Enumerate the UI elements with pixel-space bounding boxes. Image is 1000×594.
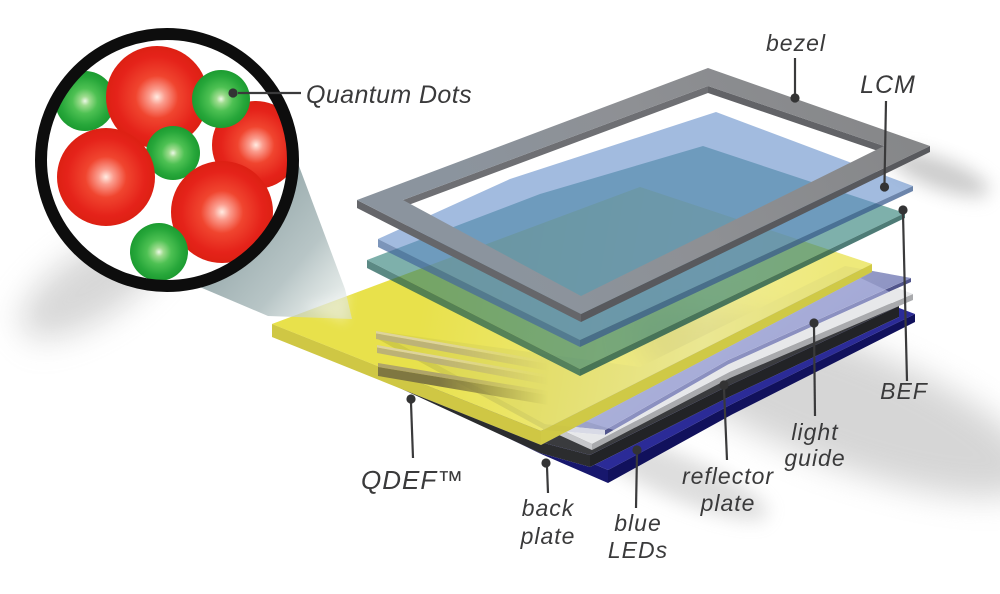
svg-text:blue: blue bbox=[614, 510, 661, 536]
svg-text:plate: plate bbox=[700, 490, 756, 516]
svg-text:LCM: LCM bbox=[860, 71, 916, 99]
svg-text:bezel: bezel bbox=[766, 30, 826, 56]
svg-text:BEF: BEF bbox=[880, 378, 929, 404]
svg-text:plate: plate bbox=[520, 523, 576, 549]
svg-text:reflector: reflector bbox=[682, 463, 774, 489]
svg-text:guide: guide bbox=[784, 445, 845, 471]
svg-text:light: light bbox=[791, 419, 839, 445]
svg-text:QDEF™: QDEF™ bbox=[361, 465, 464, 495]
svg-text:LEDs: LEDs bbox=[608, 537, 668, 563]
svg-text:back: back bbox=[522, 495, 575, 521]
svg-text:Quantum Dots: Quantum Dots bbox=[306, 81, 472, 109]
